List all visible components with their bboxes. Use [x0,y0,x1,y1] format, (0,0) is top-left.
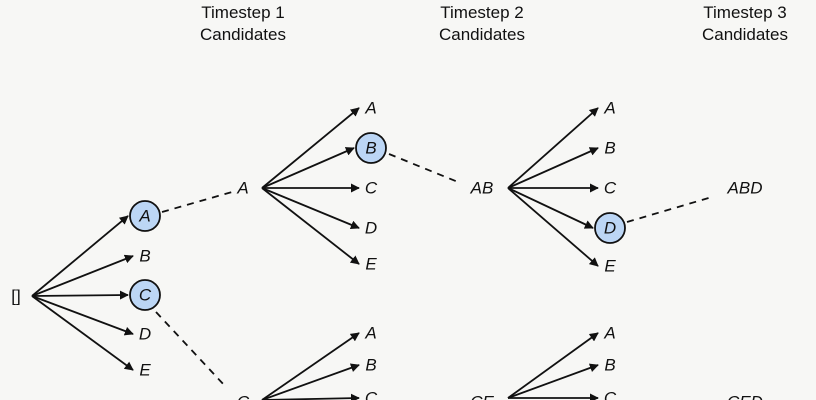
t2c-arrow-B [261,363,360,400]
t2-to-prefix-AB [388,153,459,183]
t2a-arrow-D [261,187,360,230]
t2a-arrow-B [261,147,355,189]
t1-arrow-E [31,295,134,371]
t3ab-arrow-E [507,187,599,267]
t3ab-candidate-A: A [603,99,615,118]
t1-to-prefix-A [161,191,233,213]
t3ab-candidate-C: C [604,179,617,198]
t2c-candidate-A: A [364,324,376,343]
t3-to-prefix-ABD [626,196,713,223]
t2a-selected-B [355,132,387,164]
t2a-candidate-A: A [364,99,376,118]
prefix-t3-CED: CED [727,393,763,400]
t2a-arrow-A [261,107,360,189]
header-line2: Candidates [701,25,788,44]
header-line1: Timestep 3 [703,3,787,22]
header-timestep-2: Timestep 2 Candidates [402,2,562,46]
t2a-candidate-E: E [365,255,377,274]
t2c-arrow-A [261,332,360,400]
t3ab-candidate-B: B [604,139,615,158]
t1-candidate-E: E [139,361,151,380]
header-line1: Timestep 1 [201,3,285,22]
header-line2: Candidates [438,25,525,44]
t2a-candidate-B: B [365,139,376,158]
t1-arrow-C [31,290,129,300]
t1-arrow-D [31,295,134,336]
t3ab-arrow-D [507,187,594,229]
t1-arrow-A [31,215,129,297]
t2a-candidate-C: C [365,179,378,198]
prefix-t1-C: C [237,393,250,400]
t1-candidate-A: A [138,207,150,226]
t1-arrow-B [31,254,134,297]
header-line2: Candidates [199,25,286,44]
t1-candidate-D: D [139,325,151,344]
t1-selected-A [129,200,161,232]
t3ce-candidate-C: C [604,389,617,400]
header-line1: Timestep 2 [440,3,524,22]
t1-candidate-B: B [139,247,150,266]
t3ce-candidate-A: A [603,324,615,343]
t3ce-arrow-A [507,332,599,399]
t2c-candidate-B: B [365,356,376,375]
t3ab-arrow-B [507,147,599,189]
t3ce-candidate-B: B [604,356,615,375]
t2a-arrow-E [261,187,360,265]
t3ce-arrow-B [507,363,599,399]
t1-candidate-C: C [139,286,152,305]
t3ab-candidate-D: D [604,219,616,238]
root-node: [] [11,287,20,306]
header-timestep-1: Timestep 1 Candidates [163,2,323,46]
header-timestep-3: Timestep 3 Candidates [665,2,816,46]
t1-to-prefix-C [155,311,226,387]
prefix-t2-CE: CE [470,393,494,400]
t3ab-selected-D [594,212,626,244]
prefix-t3-ABD: ABD [727,179,763,198]
t2a-candidate-D: D [365,219,377,238]
t3ab-candidate-E: E [604,257,616,276]
t2c-candidate-C: C [365,389,378,400]
t1-selected-C [129,279,161,311]
t3ab-arrow-A [507,107,599,189]
prefix-t1-A: A [236,179,248,198]
prefix-t2-AB: AB [470,179,494,198]
